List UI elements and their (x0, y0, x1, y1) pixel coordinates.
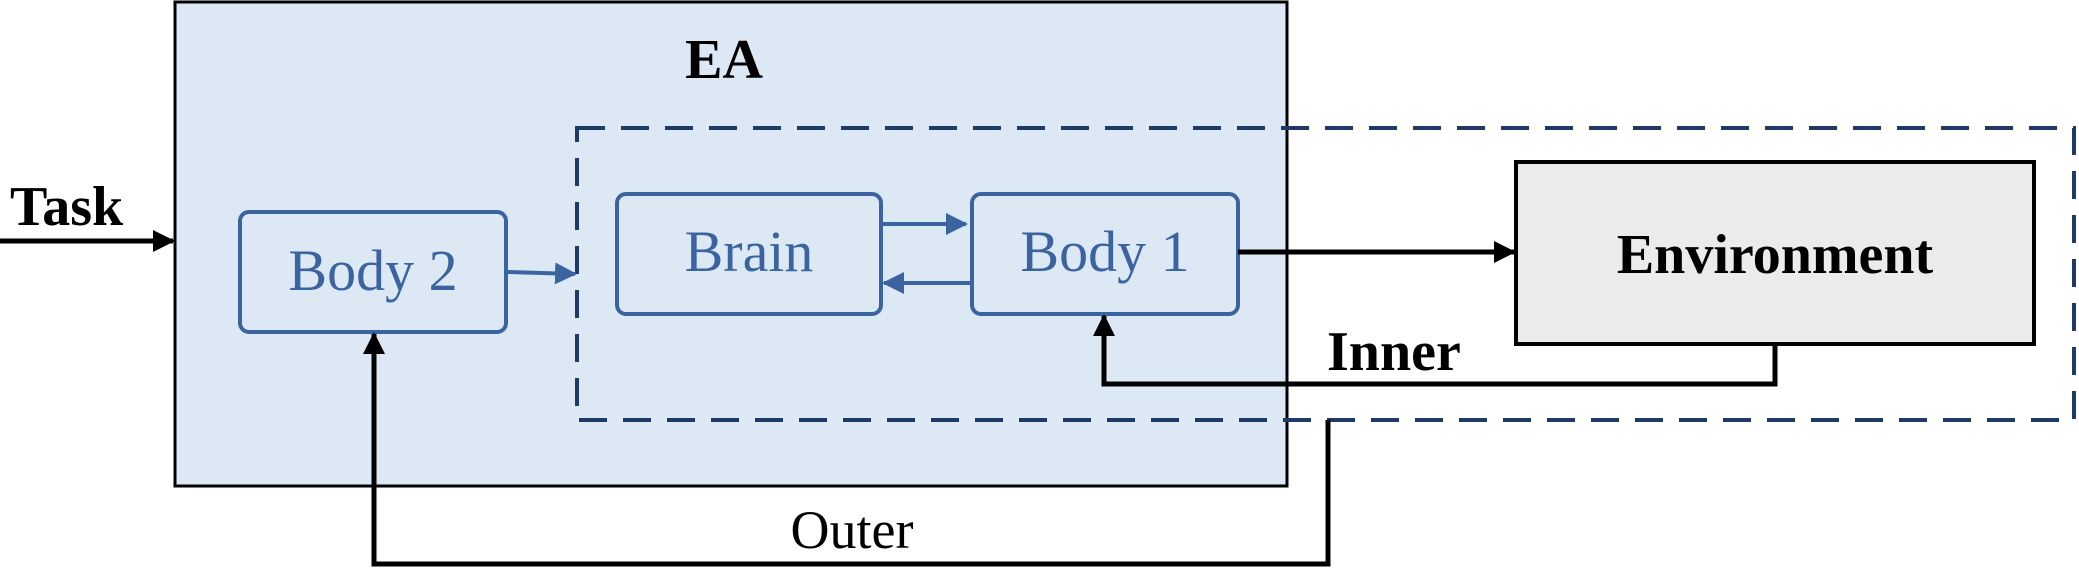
outer-loop-arrow (363, 332, 1331, 567)
outer-loop-label: Outer (791, 500, 914, 560)
brain-label: Brain (685, 219, 814, 284)
body2-to-core-arrow (506, 262, 577, 285)
environment-label: Environment (1617, 224, 1934, 286)
ea-container (173, 0, 1289, 488)
task-label: Task (10, 176, 124, 238)
ea-title: EA (685, 29, 763, 91)
body2-label: Body 2 (288, 238, 457, 303)
inner-loop-arrow (1093, 314, 1778, 387)
inner-loop-boundary (575, 126, 2076, 422)
body1-label: Body 1 (1020, 219, 1189, 284)
inner-loop-label: Inner (1327, 321, 1461, 383)
brain-node (615, 192, 883, 316)
